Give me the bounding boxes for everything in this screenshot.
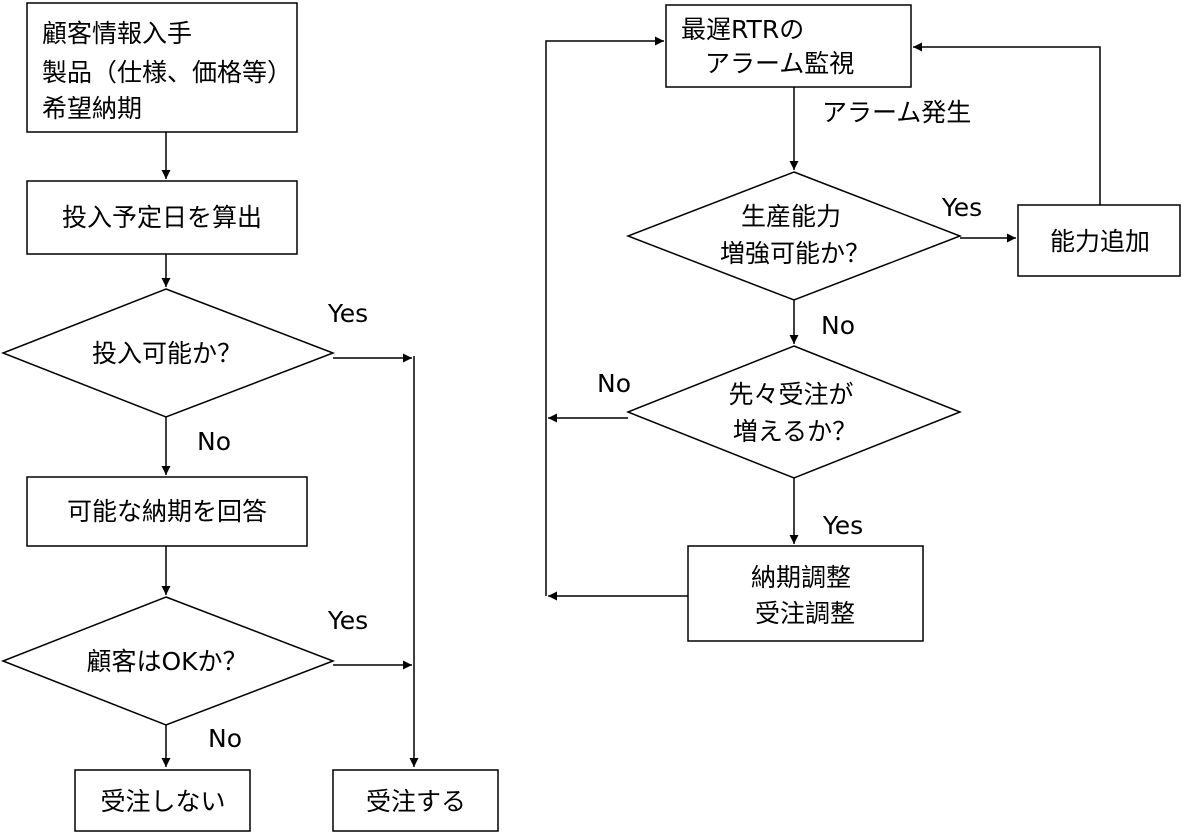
node-customer-ok-decision: 顧客はOKか？ (0, 596, 336, 726)
node-customer-info: 顧客情報入手 製品（仕様、価格等） 希望納期 (26, 2, 300, 133)
capacity-line-1: 生産能力 (741, 202, 841, 231)
svg-text:納期調整 受注調整: 納期調整 受注調整 (751, 563, 859, 628)
reject-text: 受注しない (100, 787, 225, 816)
answer-date-text: 可能な納期を回答 (67, 497, 267, 526)
customer-info-line-2: 製品（仕様、価格等） (42, 58, 292, 87)
node-monitor: 最遅RTRの アラーム監視 (665, 4, 912, 88)
label-future-no: No (597, 369, 631, 398)
customer-ok-text: 顧客はOKか？ (86, 647, 247, 676)
svg-text:生産能力 増強可能か？: 生産能力 増強可能か？ (720, 202, 870, 268)
node-add-capacity: 能力追加 (1017, 204, 1181, 277)
future-line-2: 増えるか？ (733, 417, 857, 446)
label-capacity-yes: Yes (941, 193, 982, 222)
node-reject: 受注しない (74, 769, 251, 832)
edge-add-capacity-to-monitor (913, 42, 1101, 205)
node-can-input-decision: 投入可能か？ (0, 288, 336, 418)
monitor-line-2: アラーム監視 (705, 49, 854, 78)
node-calc-date: 投入予定日を算出 (26, 180, 298, 255)
monitor-line-1: 最遅RTRの (681, 15, 804, 44)
svg-text:先々受注が 増えるか？: 先々受注が 増えるか？ (729, 380, 862, 446)
future-line-1: 先々受注が (729, 380, 854, 409)
adjust-line-1: 納期調整 (751, 563, 851, 592)
svg-text:顧客情報入手 製品（仕様、価格等）: 顧客情報入手 製品（仕様、価格等） 希望納期 (42, 19, 300, 123)
node-answer-date: 可能な納期を回答 (26, 476, 308, 547)
accept-text: 受注する (366, 787, 466, 816)
node-accept: 受注する (332, 769, 499, 832)
edge-loop-to-monitor (545, 36, 664, 596)
adjust-line-2: 受注調整 (755, 599, 855, 628)
capacity-line-2: 増強可能か？ (720, 239, 870, 268)
customer-info-line-3: 希望納期 (42, 94, 142, 123)
node-adjust: 納期調整 受注調整 (687, 545, 924, 642)
label-capacity-no: No (821, 311, 855, 340)
label-alarm: アラーム発生 (822, 98, 971, 127)
label-future-yes: Yes (822, 511, 863, 540)
label-customer-ok-yes: Yes (327, 606, 368, 635)
add-capacity-text: 能力追加 (1050, 227, 1150, 256)
label-customer-ok-no: No (208, 724, 242, 753)
can-input-text: 投入可能か？ (92, 339, 242, 368)
svg-text:最遅RTRの アラーム監視: 最遅RTRの アラーム監視 (681, 15, 854, 78)
label-can-input-no: No (197, 427, 231, 456)
calc-date-text: 投入予定日を算出 (62, 203, 262, 232)
node-future-decision: 先々受注が 増えるか？ (625, 345, 963, 479)
label-can-input-yes: Yes (327, 299, 368, 328)
node-capacity-decision: 生産能力 増強可能か？ (625, 171, 963, 301)
customer-info-line-1: 顧客情報入手 (42, 19, 192, 48)
